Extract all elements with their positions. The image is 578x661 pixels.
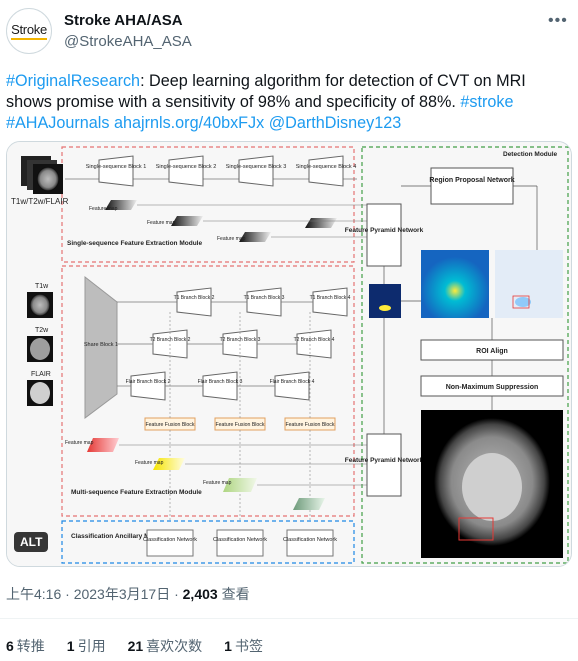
t2w-label: T2w: [35, 327, 49, 334]
roi-align-box: ROI Align: [476, 348, 508, 355]
views-label: 查看: [217, 586, 250, 602]
fpn-bottom: Feature Pyramid Network: [345, 457, 424, 464]
flair-label: FLAIR: [31, 371, 51, 378]
multi-module-label: Multi-sequence Feature Extraction Module: [71, 489, 202, 496]
account-name[interactable]: Stroke AHA/ASA: [64, 12, 183, 29]
feature-map-label: Feature map: [217, 236, 246, 242]
view-count: 2,403: [182, 586, 218, 602]
divider: [0, 618, 578, 619]
stroke-logo: Stroke: [11, 22, 47, 40]
detection-module-label: Detection Module: [503, 151, 558, 158]
single-block-3: Single-sequence Block 3: [226, 164, 287, 170]
url-link[interactable]: ahajrnls.org/40bxFJx: [113, 114, 265, 132]
t1-branch-block-2: T1 Branch Block 2: [174, 295, 215, 301]
fusion-block-2: Feature Fusion Block: [215, 422, 264, 428]
single-module-label: Single-sequence Feature Extraction Modul…: [67, 240, 202, 247]
classification-network-1: Classification Network: [143, 537, 197, 543]
nms-box: Non-Maximum Suppression: [446, 384, 539, 391]
hashtag-link[interactable]: #stroke: [460, 93, 514, 111]
account-handle[interactable]: @StrokeAHA_ASA: [64, 33, 192, 50]
more-options-icon[interactable]: •••: [548, 12, 568, 29]
feature-map-label: Feature map: [147, 220, 176, 226]
flair-branch-block-3: Flair Branch Block 3: [198, 379, 243, 385]
tweet-meta: 上午4:16 · 2023年3月17日 · 2,403 查看: [6, 584, 250, 604]
rpn-box: Region Proposal Network: [429, 177, 514, 184]
t1-branch-block-3: T1 Branch Block 3: [244, 295, 285, 301]
classification-network-2: Classification Network: [213, 537, 267, 543]
feature-map-label: Feature map: [203, 480, 232, 486]
share-block: Share Block 1: [84, 342, 118, 348]
feature-map-label: Feature map: [89, 206, 118, 212]
timestamp[interactable]: 上午4:16 · 2023年3月17日 ·: [6, 586, 183, 602]
hashtag-link[interactable]: #AHAJournals: [6, 114, 110, 132]
model-architecture-diagram: T1w/T2w/FLAIR Single-sequence Block 1 Si…: [7, 142, 571, 566]
input-stack-image: [21, 156, 63, 194]
fusion-block-3: Feature Fusion Block: [285, 422, 334, 428]
hashtag-link[interactable]: #OriginalResearch: [6, 72, 141, 90]
t1w-label: T1w: [35, 283, 49, 290]
single-block-2: Single-sequence Block 2: [156, 164, 217, 170]
heatmap-image: [421, 250, 489, 318]
tweet-body: : Deep learning algorithm for detection …: [6, 72, 526, 111]
flair-branch-block-4: Flair Branch Block 4: [270, 379, 315, 385]
alt-text-badge[interactable]: ALT: [14, 532, 49, 552]
t1-branch-block-4: T1 Branch Block 4: [310, 295, 351, 301]
fusion-block-1: Feature Fusion Block: [145, 422, 194, 428]
feature-map-label: Feature map: [135, 460, 164, 466]
attached-image[interactable]: T1w/T2w/FLAIR Single-sequence Block 1 Si…: [6, 141, 572, 567]
fpn-top: Feature Pyramid Network: [345, 227, 424, 234]
feature-map-label: Feature map: [65, 440, 94, 446]
classification-module-label: Classification Ancillary Module: [71, 533, 167, 540]
single-block-4: Single-sequence Block 4: [296, 164, 357, 170]
avatar[interactable]: Stroke: [6, 8, 52, 54]
flair-branch-block-2: Flair Branch Block 2: [126, 379, 171, 385]
single-block-1: Single-sequence Block 1: [86, 164, 147, 170]
classification-network-3: Classification Network: [283, 537, 337, 543]
input-label: T1w/T2w/FLAIR: [11, 197, 69, 206]
mention-link[interactable]: @DarthDisney123: [268, 114, 402, 132]
t2-branch-block-4: T2 Branch Block 4: [294, 337, 335, 343]
tweet-text: #OriginalResearch: Deep learning algorit…: [6, 71, 574, 134]
